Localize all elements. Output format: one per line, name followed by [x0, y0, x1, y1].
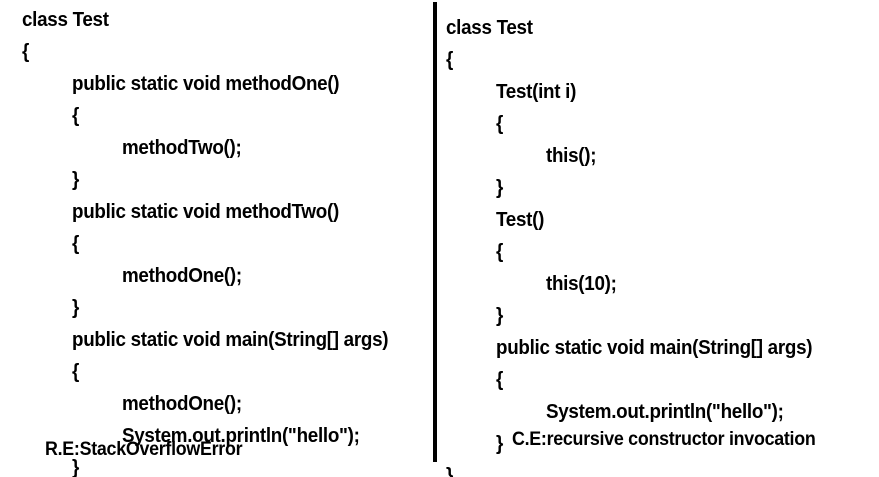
left-code-line: { [22, 41, 30, 63]
right-error-annotation: C.E:recursive constructor invocation [512, 429, 816, 450]
right-code-line: Test() [496, 209, 545, 231]
left-code-line: { [72, 105, 80, 127]
left-code-line: methodTwo(); [122, 137, 242, 159]
right-code-line: { [496, 113, 504, 135]
right-code-line: } [496, 177, 504, 199]
left-code-line: class Test [22, 9, 109, 31]
left-code-line: public static void methodOne() [72, 73, 340, 95]
left-code-line: } [72, 169, 80, 191]
right-code-line: } [496, 305, 504, 327]
left-code-line: public static void main(String[] args) [72, 329, 389, 351]
left-code-line: } [72, 457, 80, 477]
left-code-line: { [72, 361, 80, 383]
right-code-line: public static void main(String[] args) [496, 337, 813, 359]
left-error-annotation: R.E:StackOverflowError [45, 439, 243, 460]
right-code-line: } [446, 465, 454, 477]
left-code-line: public static void methodTwo() [72, 201, 339, 223]
left-code-line: { [72, 233, 80, 255]
vertical-divider [433, 2, 437, 462]
left-code-line: methodOne(); [122, 265, 242, 287]
right-code-line: { [496, 241, 504, 263]
right-code-line: System.out.println("hello"); [546, 401, 784, 423]
right-code-line: Test(int i) [496, 81, 577, 103]
right-code-line: } [496, 433, 504, 455]
left-code-line: } [72, 297, 80, 319]
right-code-line: this(); [546, 145, 597, 167]
right-code-line: class Test [446, 17, 533, 39]
right-code-line: { [496, 369, 504, 391]
right-code-line: this(10); [546, 273, 617, 295]
left-code-line: System.out.println("hello"); [122, 425, 360, 447]
right-code-line: { [446, 49, 454, 71]
left-code-line: methodOne(); [122, 393, 242, 415]
